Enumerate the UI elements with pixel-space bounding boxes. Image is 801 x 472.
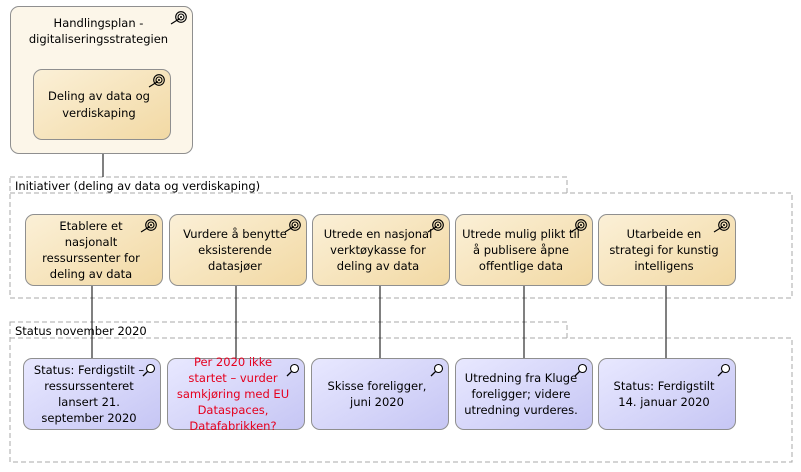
status-group-frame xyxy=(9,321,793,463)
status-label: Status: Ferdigstilt 14. januar 2020 xyxy=(613,378,715,409)
status-element-5[interactable]: Status: Ferdigstilt 14. januar 2020 xyxy=(598,358,736,430)
initiative-element-2[interactable]: Vurdere å benytte eksisterende datasjøer xyxy=(169,214,307,286)
magnifier-icon xyxy=(286,363,300,377)
initiative-label: Vurdere å benytte eksisterende datasjøer xyxy=(183,226,287,274)
magnifier-icon xyxy=(430,363,444,377)
initiatives-group-label: Initiativer (deling av data og verdiskap… xyxy=(15,179,261,193)
target-icon xyxy=(570,219,587,233)
status-label: Status: Ferdigstilt – ressurssenteret la… xyxy=(33,362,145,426)
target-icon xyxy=(148,74,165,88)
status-label: Per 2020 ikke startet – vurder samkjørin… xyxy=(176,354,290,434)
inner-goal-element[interactable]: Deling av data og verdiskaping xyxy=(33,69,171,140)
magnifier-icon xyxy=(574,363,588,377)
status-label: Utredning fra Kluge foreligger; videre u… xyxy=(464,370,578,418)
target-icon xyxy=(140,219,157,233)
inner-goal-label: Deling av data og verdiskaping xyxy=(48,89,150,120)
initiative-element-3[interactable]: Utrede en nasjonal verktøykasse for deli… xyxy=(312,214,450,286)
initiative-element-1[interactable]: Etablere et nasjonalt ressurssenter for … xyxy=(25,214,163,286)
initiatives-group-frame xyxy=(9,176,793,299)
status-element-3[interactable]: Skisse foreligger, juni 2020 xyxy=(311,358,449,430)
status-element-1[interactable]: Status: Ferdigstilt – ressurssenteret la… xyxy=(23,358,161,430)
initiative-label: Utarbeide en strategi for kunstig intell… xyxy=(609,226,719,274)
target-icon xyxy=(170,11,187,25)
initiative-label: Utrede mulig plikt til å publisere åpne … xyxy=(462,226,580,274)
initiative-label: Etablere et nasjonalt ressurssenter for … xyxy=(42,218,140,282)
outer-goal-label: Handlingsplan - digitaliseringsstrategie… xyxy=(28,16,169,47)
magnifier-icon xyxy=(717,363,731,377)
status-element-4[interactable]: Utredning fra Kluge foreligger; videre u… xyxy=(455,358,593,430)
status-label: Skisse foreligger, juni 2020 xyxy=(327,378,427,409)
initiative-element-5[interactable]: Utarbeide en strategi for kunstig intell… xyxy=(598,214,736,286)
target-icon xyxy=(713,219,730,233)
status-element-2[interactable]: Per 2020 ikke startet – vurder samkjørin… xyxy=(167,355,305,433)
target-icon xyxy=(427,219,444,233)
target-icon xyxy=(284,219,301,233)
initiative-label: Utrede en nasjonal verktøykasse for deli… xyxy=(323,226,433,274)
magnifier-icon xyxy=(142,363,156,377)
initiative-element-4[interactable]: Utrede mulig plikt til å publisere åpne … xyxy=(455,214,593,286)
status-group-label: Status november 2020 xyxy=(15,324,147,338)
